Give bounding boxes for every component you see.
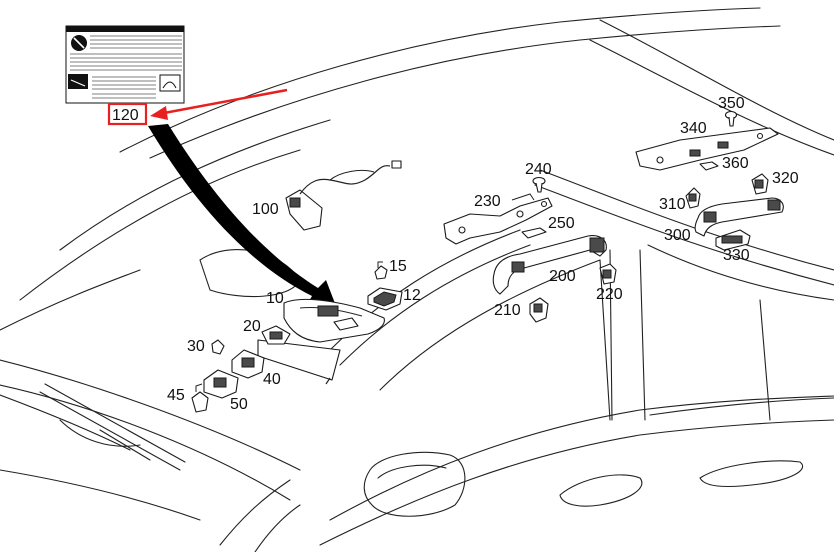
callout-12: 12 — [403, 287, 421, 304]
callout-220: 220 — [596, 286, 623, 303]
callout-330: 330 — [723, 247, 750, 264]
part-320-clip — [751, 173, 769, 195]
part-330-light — [715, 229, 751, 251]
callout-210: 210 — [494, 302, 521, 319]
callout-50: 50 — [230, 396, 248, 413]
callout-40: 40 — [263, 371, 281, 388]
part-45-clip — [191, 383, 209, 413]
part-340-bracket — [635, 127, 779, 171]
part-240-screw — [532, 176, 546, 193]
part-30-clip — [211, 339, 225, 355]
part-310-clip — [685, 187, 701, 209]
callouts: 100 15 12 10 20 30 40 45 50 120 200 210 … — [112, 95, 799, 413]
part-20-visor-panel — [257, 325, 341, 385]
callout-350: 350 — [718, 95, 745, 112]
callout-250: 250 — [548, 215, 575, 232]
part-100-harness — [285, 160, 402, 231]
callout-240: 240 — [525, 161, 552, 178]
highlight-box — [107, 102, 148, 126]
part-50-housing — [203, 369, 239, 399]
black-pointer-arrow — [148, 124, 336, 306]
callout-300: 300 — [664, 227, 691, 244]
part-360-bulb — [699, 161, 719, 171]
part-250-bulb — [521, 227, 547, 239]
callout-340: 340 — [680, 120, 707, 137]
callout-120: 120 — [112, 107, 139, 124]
callout-15: 15 — [389, 258, 407, 275]
part-350-screw — [724, 110, 738, 127]
part-220-clip — [599, 263, 617, 285]
callout-360: 360 — [722, 155, 749, 172]
callout-320: 320 — [772, 170, 799, 187]
part-300-grab-handle — [694, 197, 784, 237]
part-12-housing — [367, 287, 403, 311]
part-230-bracket — [443, 193, 553, 245]
red-arrow — [150, 88, 288, 120]
part-40-housing — [231, 349, 265, 379]
part-10-sun-visor — [283, 298, 385, 343]
part-210-clip — [529, 297, 549, 323]
part-15-clip — [374, 261, 388, 280]
callout-20: 20 — [243, 318, 261, 335]
callout-230: 230 — [474, 193, 501, 210]
part-200-grab-handle — [492, 235, 607, 295]
callout-100: 100 — [252, 201, 279, 218]
callout-45: 45 — [167, 387, 185, 404]
callout-310: 310 — [659, 196, 686, 213]
callout-30: 30 — [187, 338, 205, 355]
callout-10: 10 — [266, 290, 284, 307]
callout-200: 200 — [549, 268, 576, 285]
warning-label-icon — [65, 25, 185, 104]
